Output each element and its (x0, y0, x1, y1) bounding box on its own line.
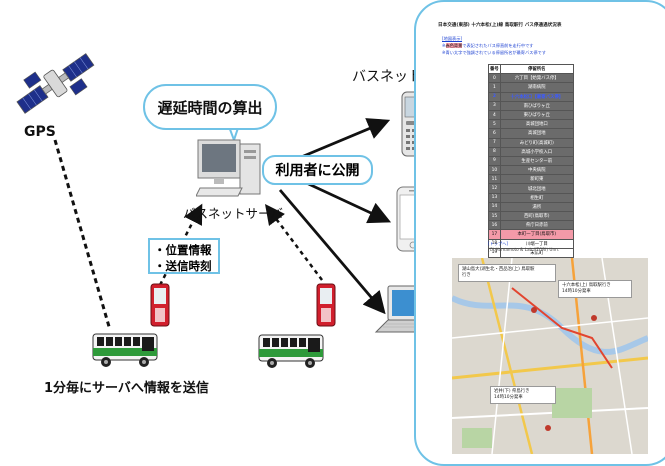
upload-arrow-right (265, 204, 323, 281)
bus-callout: 湖山島大(湖生北・西品治(上) 鳥取駅行き (458, 264, 556, 282)
stop-name: 六丁目【始発バス停】 (499, 73, 574, 84)
stop-name: 高城団地口 (499, 119, 574, 130)
mobile-phone-icon (316, 283, 336, 327)
bus-icon (92, 333, 158, 367)
stop-name: 南ひばりヶ丘 (499, 100, 574, 111)
stop-number: 2 (488, 91, 501, 102)
desktop-computer-icon (196, 139, 261, 197)
col-header-stop-name: 停留所名 (499, 63, 574, 75)
stop-number: 3 (488, 100, 501, 111)
stop-number: 12 (488, 183, 501, 194)
stop-number: 15 (488, 210, 501, 222)
note-red-bg: ※赤色背景で表記されたバス停直前を走行中です (442, 43, 534, 48)
stop-number: 6 (488, 128, 501, 139)
delay-calc-bubble: 遅延時間の算出 (143, 84, 277, 130)
stop-name: 東ひばりヶ丘 (499, 109, 574, 121)
note-blue-bold: ※青い太字で強調されている停留所名が最寄バス停です (442, 50, 546, 55)
stop-name: 湯所 (499, 201, 574, 213)
stop-number: 9 (488, 155, 501, 167)
stop-number: 17 (488, 229, 501, 240)
stop-number: 14 (488, 201, 501, 213)
bus-status-webpage: 日本交通(東部) 十六本松(上)線 鳥取駅行 バス停通過状況表 [地図表示] ※… (414, 0, 665, 466)
mobile-phone-icon (150, 283, 170, 327)
satellite-icon (16, 53, 95, 114)
stop-number: 8 (488, 146, 501, 157)
bus-icon (258, 334, 324, 368)
map-link[interactable]: [地図表示] (442, 36, 463, 41)
panel-title: 日本交通(東部) 十六本松(上)線 鳥取駅行 バス停通過状況表 (438, 23, 562, 28)
publish-arrow-laptop (278, 189, 386, 315)
stop-number: 7 (488, 137, 501, 148)
stop-name: 中央病院 (499, 165, 574, 176)
stop-name: 高城小学校入口 (499, 146, 574, 157)
bottom-caption: 1分毎にサーバへ情報を送信 (44, 381, 209, 396)
stop-number: 11 (488, 174, 501, 185)
stop-number: 0 (488, 73, 501, 84)
stop-name: 県庁日赤前 (499, 220, 574, 231)
server-label: バスネットサーバ (183, 206, 283, 221)
stop-name: 本町一丁目(鳥取市) (499, 229, 574, 240)
stop-name: 相生町 (499, 192, 574, 203)
sent-info-box: ・位置情報 ・送信時刻 (148, 238, 220, 274)
stop-number: 4 (488, 109, 501, 121)
stop-number: 13 (488, 192, 501, 203)
stop-number: 16 (488, 220, 501, 231)
info-timestamp: ・送信時刻 (154, 259, 212, 273)
stop-number: 10 (488, 165, 501, 176)
stop-name: 高城団地 (499, 128, 574, 139)
stop-name: みどり町(高城町) (499, 137, 574, 148)
stop-name: 生産センター前 (499, 155, 574, 167)
info-position: ・位置情報 (154, 243, 212, 257)
top-link[interactable]: [トップへ] (488, 241, 509, 246)
col-header-number: 番号 (488, 63, 501, 75)
stop-name: 十六本松口【最寄バス停】 (499, 91, 574, 102)
stop-name: 湖南病院 (499, 82, 574, 93)
stop-name: 新町東 (499, 174, 574, 185)
publish-arrow-phone2 (299, 178, 392, 224)
stop-number: 5 (488, 119, 501, 130)
stop-name: 城北団地 (499, 183, 574, 194)
publish-label: 利用者に公開 (262, 155, 373, 185)
copyright: (C) Hamamoto & Lab.(ITORI) Unn. (488, 247, 560, 252)
stop-name: 川端一丁目 (499, 238, 574, 249)
gps-link-line (53, 139, 112, 331)
gps-label: GPS (24, 124, 56, 140)
stop-number: 1 (488, 82, 501, 93)
stop-name: 西町(鳥取市) (499, 210, 574, 222)
